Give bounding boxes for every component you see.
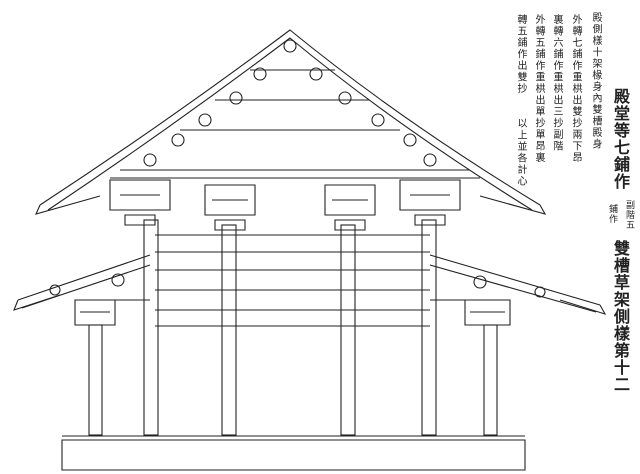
note-line-6: 以上並各計心 — [515, 118, 526, 187]
bracket-sets — [74, 179, 511, 326]
note-line-2: 外轉七鋪作重栱出雙抄兩下昂 — [570, 14, 581, 164]
note-line-3: 裏轉六鋪作重栱出三抄副階 — [551, 14, 562, 152]
note-line-4: 外轉五鋪作重栱出單抄單昂裏 — [533, 14, 544, 164]
note-line-1: 殿側樣十架椽身內雙槽殿身 — [590, 12, 601, 150]
title-part2: 雙槽草架側樣第十二 — [611, 240, 630, 393]
columns — [88, 219, 498, 436]
beams — [155, 234, 430, 327]
title-part1: 殿堂等七鋪作 — [611, 88, 630, 190]
platform-base — [61, 435, 526, 471]
purlins — [49, 39, 546, 298]
title-inset-a: 副階五 — [624, 200, 634, 230]
note-line-5: 轉五鋪作出雙抄 — [515, 14, 526, 95]
title-inset-b: 鋪作 — [607, 204, 617, 224]
main-roof — [35, 29, 547, 215]
aisle-roofs — [13, 254, 607, 315]
